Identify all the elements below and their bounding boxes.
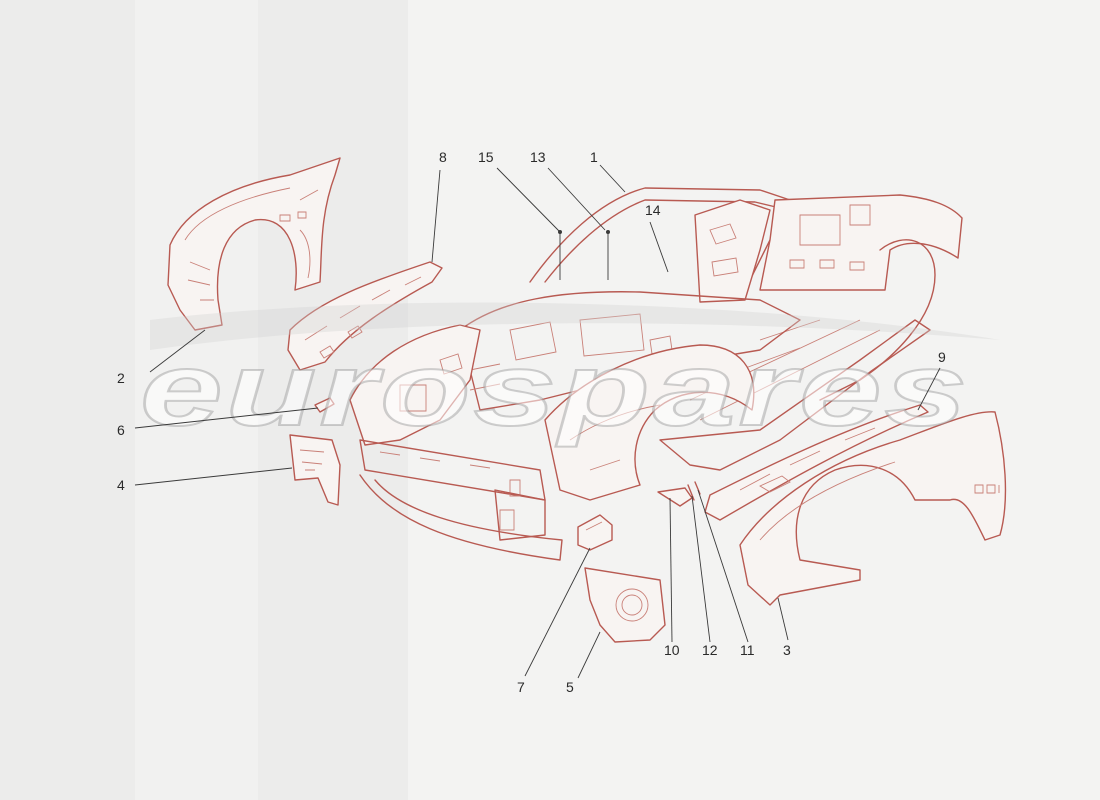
- leader-4: [134, 467, 293, 486]
- leader-3: [777, 597, 789, 641]
- callout-7: 7: [517, 679, 525, 695]
- watermark-text: eurospares: [140, 332, 970, 448]
- callout-13: 13: [530, 149, 546, 165]
- callout-8: 8: [439, 149, 447, 165]
- leader-lines: [134, 164, 941, 679]
- leader-6: [134, 407, 319, 429]
- callout-3: 3: [783, 642, 791, 658]
- part-cowl-panel: [287, 261, 443, 371]
- leader-2: [149, 329, 206, 373]
- leader-15: [496, 167, 561, 233]
- leader-10: [669, 497, 673, 643]
- callout-12: 12: [702, 642, 718, 658]
- callout-1: 1: [590, 149, 598, 165]
- paper-band: [0, 0, 135, 800]
- leader-14: [649, 221, 669, 273]
- part-clip-11: [694, 481, 701, 495]
- callout-15: 15: [478, 149, 494, 165]
- callout-9: 9: [938, 349, 946, 365]
- callout-11: 11: [740, 642, 755, 658]
- leader-5: [577, 631, 601, 679]
- callout-2: 2: [117, 370, 125, 386]
- leader-12: [691, 495, 711, 643]
- part-clip-12: [687, 484, 695, 501]
- leader-13: [547, 167, 606, 231]
- callout-14: 14: [645, 202, 661, 218]
- leader-9: [917, 367, 941, 411]
- callout-6: 6: [117, 422, 125, 438]
- part-sill-trim: [704, 404, 929, 521]
- callout-labels: 1 2 3 4 5 6 7 8 9 10 11 12 13 14 15: [117, 149, 946, 695]
- part-bracket-6: [314, 397, 335, 413]
- part-body-shell: [349, 187, 963, 561]
- part-front-fender-right: [739, 411, 1007, 606]
- part-reinforcement-7: [577, 514, 613, 551]
- part-splash-shield: [584, 567, 666, 643]
- watermark: eurospares: [139, 302, 1000, 449]
- leader-7: [524, 547, 591, 677]
- part-front-panel-left: [289, 434, 341, 506]
- leader-11: [697, 489, 749, 643]
- leader-8: [431, 169, 441, 263]
- callout-5: 5: [566, 679, 574, 695]
- leader-1: [599, 164, 626, 193]
- part-inner-wheel-arch-left: [167, 157, 341, 331]
- callout-4: 4: [117, 477, 125, 493]
- callout-10: 10: [664, 642, 680, 658]
